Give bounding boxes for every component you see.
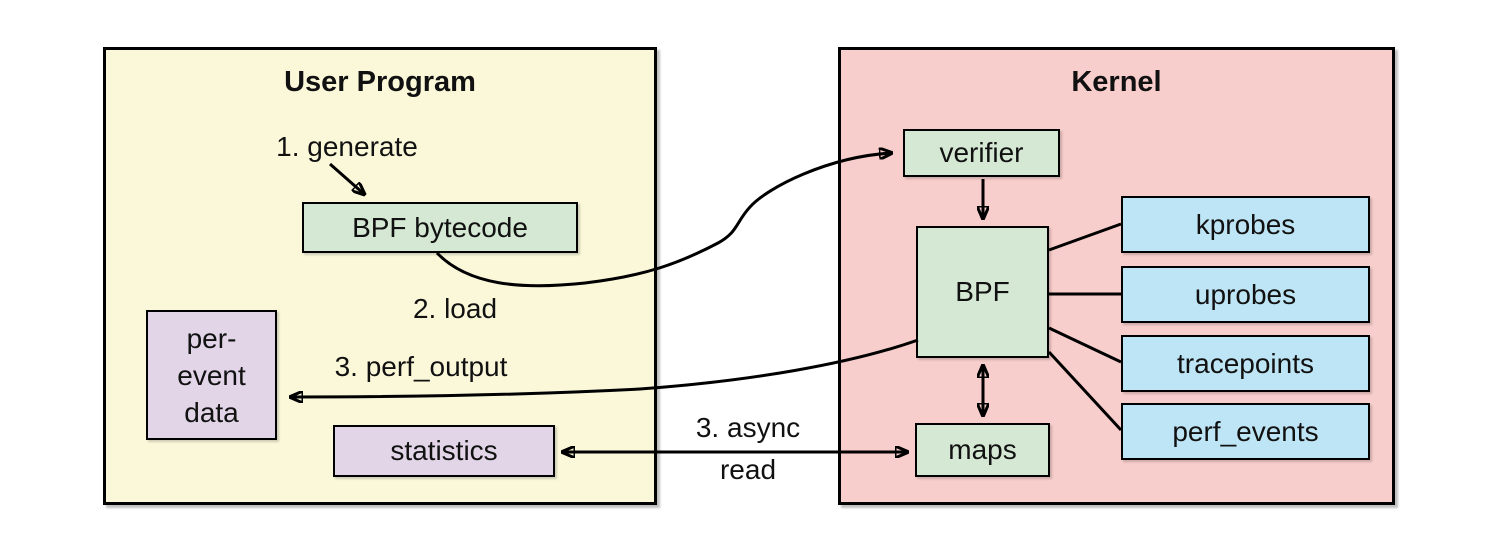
statistics-label: statistics <box>390 435 498 466</box>
user-program-title: User Program <box>284 66 476 98</box>
kernel-title: Kernel <box>1071 66 1162 98</box>
per-event-data-label-line3: data <box>184 396 239 428</box>
verifier-label: verifier <box>939 137 1024 168</box>
bpf-label: BPF <box>955 276 1010 307</box>
maps-box: maps <box>915 423 1050 477</box>
uprobes-label: uprobes <box>1194 278 1297 310</box>
tracepoints-box: tracepoints <box>1121 335 1370 392</box>
uprobes-box: uprobes <box>1121 266 1370 323</box>
bpf-bytecode-box: BPF bytecode <box>302 202 578 253</box>
kprobes-label: kprobes <box>1195 208 1296 240</box>
bpf-box: BPF <box>916 226 1049 358</box>
bpf-bytecode-label: BPF bytecode <box>352 211 528 243</box>
step1-generate-label: 1. generate <box>276 131 418 162</box>
tracepoints-label: tracepoints <box>1177 347 1314 379</box>
kprobes-box: kprobes <box>1121 196 1370 253</box>
verifier-box: verifier <box>903 129 1060 177</box>
step3-async-read-label-line2: read <box>719 454 777 485</box>
step3-perf-output-label: 3. perf_output <box>334 351 508 382</box>
step2-load-label: 2. load <box>412 293 498 324</box>
statistics-box: statistics <box>333 425 555 477</box>
step3-async-read-label-line1: 3. async <box>695 412 801 443</box>
perf-events-label: perf_events <box>1172 415 1319 447</box>
per-event-data-label-line1: per- <box>186 322 237 354</box>
per-event-data-label-line2: event <box>177 359 246 391</box>
perf-events-box: perf_events <box>1121 403 1370 460</box>
maps-label: maps <box>948 434 1017 465</box>
per-event-data-box: per- event data <box>146 310 277 440</box>
